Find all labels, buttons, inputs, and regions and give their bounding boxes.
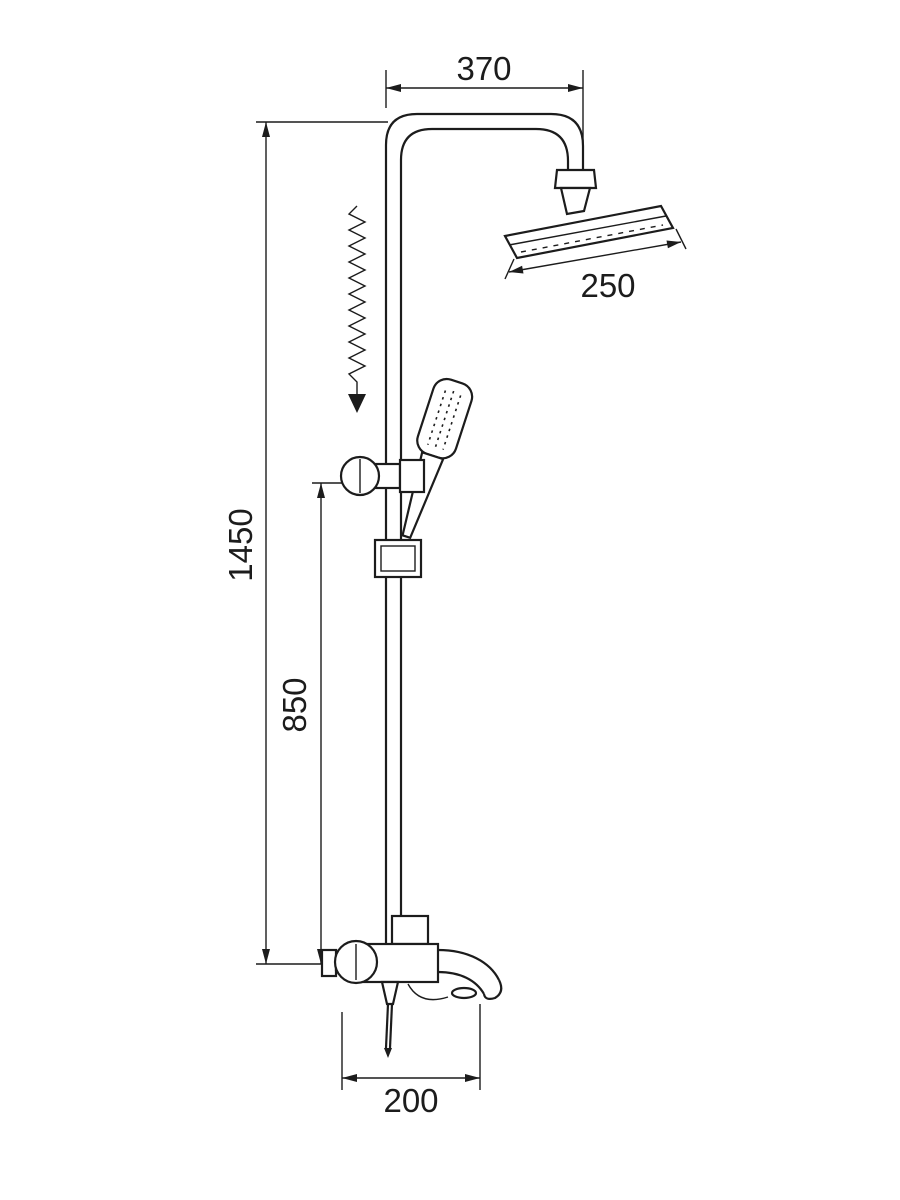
hose-line (388, 1003, 394, 1049)
dim-label-200: 200 (383, 1082, 438, 1119)
dim-line (508, 241, 682, 273)
spout-bottom-line (437, 970, 485, 995)
slider-bracket (373, 538, 423, 579)
holder-clamp (398, 458, 426, 494)
connector-nut (553, 168, 598, 190)
head-slab (503, 204, 675, 260)
dim-top-arm-width: 370 (385, 50, 584, 145)
dim-spout-reach: 200 (341, 1004, 481, 1119)
mixer-assembly (320, 914, 503, 1058)
connector-ball-joint (559, 186, 592, 216)
nozzle-row (520, 224, 664, 253)
mixer-handle-knob (320, 948, 338, 978)
zigzag-line (347, 205, 367, 394)
spout-top-line (437, 948, 500, 981)
rain-shower-head (503, 204, 675, 260)
hose-cone (380, 980, 400, 1006)
hand-shower-handle (401, 450, 445, 540)
mixer-spout (437, 948, 503, 1000)
arrowhead-icon (666, 240, 681, 249)
arrowhead-icon (568, 84, 583, 92)
head-connector (553, 168, 598, 216)
dim-total-height: 1450 (222, 121, 388, 965)
dim-label-1450: 1450 (222, 508, 259, 581)
down-arrowhead-icon (348, 394, 366, 413)
diverter-lever (407, 983, 449, 1001)
dim-label-370: 370 (456, 50, 511, 87)
arrowhead-icon (262, 949, 270, 964)
shower-holder (339, 455, 426, 497)
arrowhead-icon (262, 122, 270, 137)
arrowhead-icon (317, 483, 325, 498)
dim-extension-line (675, 228, 687, 250)
riser-pipe (384, 112, 585, 944)
pipe-outer-line (384, 112, 585, 944)
dim-label-250: 250 (580, 267, 635, 304)
slider-inner (380, 545, 416, 572)
dim-lower-height: 850 (276, 482, 358, 964)
dim-label-850: 850 (276, 677, 313, 732)
hose-tip (384, 1048, 392, 1058)
hand-shower (401, 377, 474, 540)
spout-aerator (450, 986, 478, 1000)
hose-outlet (380, 980, 400, 1058)
hand-shower-nozzles (427, 390, 462, 450)
dim-head-width: 250 (504, 228, 687, 304)
head-edge-line (508, 215, 667, 246)
height-adjust-arrow (347, 205, 367, 413)
arrowhead-icon (509, 265, 524, 274)
arrowhead-icon (465, 1074, 480, 1082)
hose-line (384, 1003, 390, 1049)
arrowhead-icon (386, 84, 401, 92)
spout-tip (482, 979, 503, 1000)
arrowhead-icon (342, 1074, 357, 1082)
mixer-top-connector (390, 914, 430, 946)
dim-extension-line (504, 258, 515, 280)
pipe-inner-line (399, 127, 570, 944)
